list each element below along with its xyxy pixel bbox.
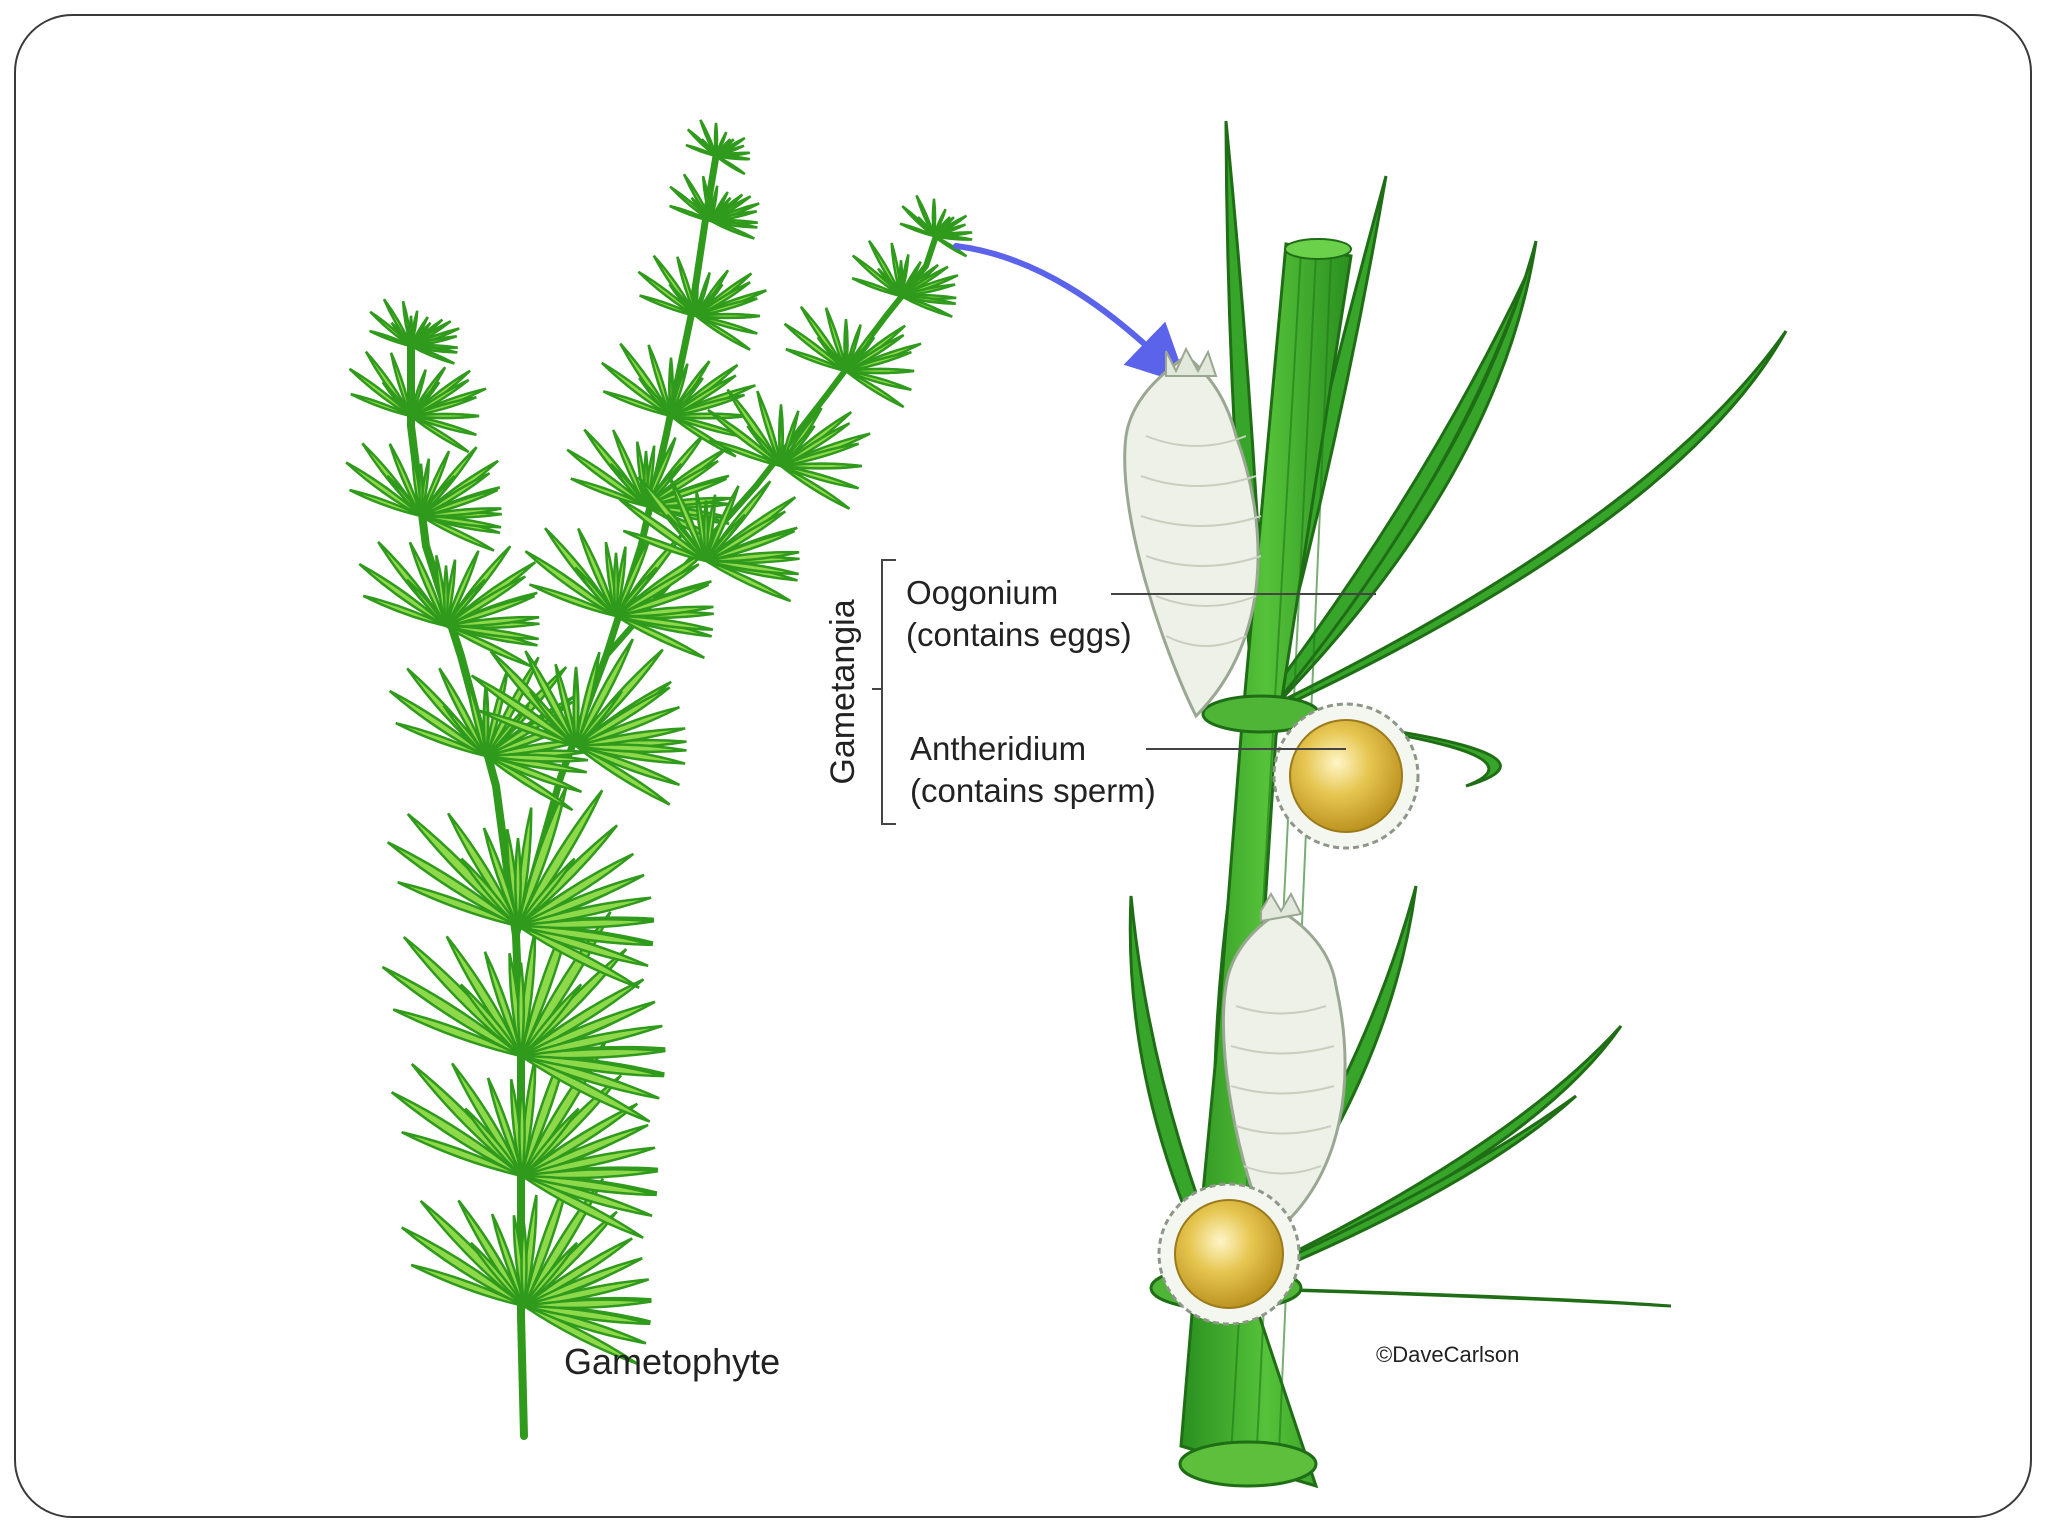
plant-leaf [518,963,524,1057]
plant-leaf [695,275,697,316]
plant-leaf [614,553,618,616]
plant-leaf [644,451,647,506]
gametophyte-plant [346,120,972,1436]
antheridium-lower [1159,1184,1299,1324]
magnified-branch [1125,121,1786,1486]
plant-leaf [574,675,578,747]
plant-leaf [444,566,448,627]
gametangia-label: Gametangia [824,599,862,784]
plant-leaf [670,367,673,417]
plant-leaf [933,211,934,236]
plant-leaf [781,464,862,469]
plant-leaf [900,260,902,296]
plant-leaf [410,372,413,416]
stem-bottom-cut [1180,1442,1316,1486]
antheridium-upper [1274,704,1418,848]
stem-top-cut [1285,239,1351,259]
plant-leaf [715,134,716,156]
plant-leaf [522,1224,527,1307]
gametophyte-label: Gametophyte [564,1341,780,1382]
plant-leaf [845,327,848,371]
plant-leaf [671,414,748,419]
plant-leaf [710,191,712,221]
plant-leaf [410,316,412,346]
plant-leaf [779,414,782,466]
plant-leaf [484,690,488,756]
gametangia-bracket [872,560,896,824]
plant-leaf [704,501,708,562]
oogonium-note: (contains eggs) [906,616,1132,653]
plant-leaf [519,1088,524,1176]
diagram-canvas: Gametangia Oogonium (contains eggs) Anth… [16,16,2032,1518]
slide-frame: Gametangia Oogonium (contains eggs) Anth… [14,14,2032,1518]
zoom-arrow-icon [956,246,1166,364]
antheridium-label: Antheridium [910,730,1086,767]
plant-leaf [515,838,520,926]
plant-leaf [846,369,914,373]
antheridium-note: (contains sperm) [910,772,1156,809]
plant-leaf [696,314,760,318]
plant-leaf [411,414,479,418]
credit-label: ©DaveCarlson [1376,1342,1519,1367]
oogonium-label: Oogonium [906,574,1058,611]
plant-leaf [419,464,422,516]
